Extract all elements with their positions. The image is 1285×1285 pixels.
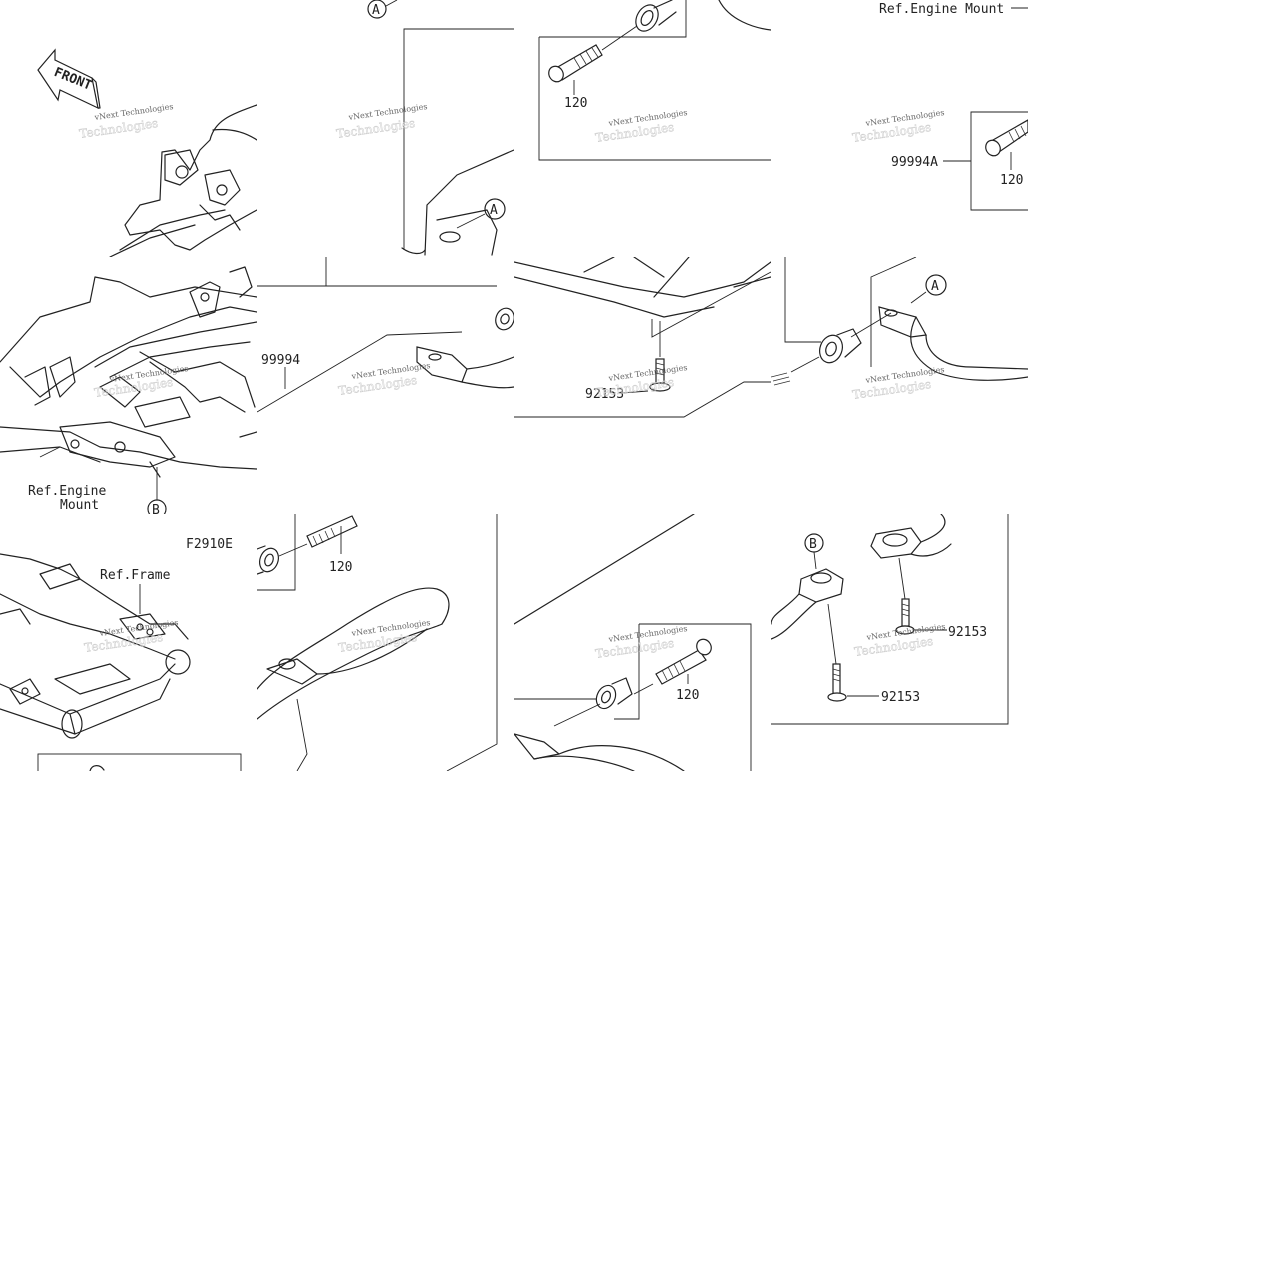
watermark: vNext Technologies Technologies (851, 365, 945, 402)
bracket-drawing (416, 346, 514, 389)
detail-box (257, 514, 296, 591)
figure-code: F2910E (186, 537, 233, 552)
svg-text:B: B (809, 537, 817, 552)
front-arrow-icon: FRONT (37, 48, 101, 110)
part-number-120: 120 (329, 560, 352, 575)
watermark: vNext Technologies Technologies (78, 102, 174, 141)
leader-line (403, 28, 514, 250)
mount-label: Mount (60, 498, 99, 513)
bolt-120-icon (655, 638, 712, 685)
detail-box (771, 514, 1009, 725)
tile-bolt-120-top: 120 vNext Technologies Technologies (514, 0, 771, 257)
bracket-drawing (514, 733, 685, 771)
part-number-92153: 92153 (948, 625, 987, 640)
frame-drawing (0, 266, 257, 478)
detail-box (538, 37, 771, 161)
part-number-99994a: 99994A (891, 155, 938, 170)
svg-text:A: A (490, 203, 498, 218)
watermark: vNext Technologies Technologies (594, 624, 688, 661)
watermark: vNext Technologies Technologies (594, 108, 688, 145)
bolt-92153-icon (649, 358, 671, 392)
frame-drawing (0, 553, 191, 739)
part-number-120: 120 (1000, 173, 1023, 188)
leader-line (651, 271, 771, 338)
detail-box (37, 753, 242, 771)
part-number-99994: 99994 (261, 353, 300, 368)
part-number-92153: 92153 (585, 387, 624, 402)
tile-front-arrow: FRONT vNext Technologies Technologies (0, 0, 257, 257)
svg-text:A: A (931, 279, 939, 294)
tile-part-99994: 99994 vNext Technologies Technologies (257, 257, 514, 514)
tile-callout-a-top: A A vNext Technologies Technologies (257, 0, 514, 257)
callout-a-mid: A (456, 198, 506, 229)
callout-a-right: A (910, 274, 947, 304)
ref-engine-label: Ref.Engine (28, 484, 106, 499)
watermark: vNext Technologies Technologies (594, 363, 688, 400)
bracket-drawing (878, 306, 1028, 381)
callout-a-top: A (367, 0, 398, 19)
leader-line (784, 257, 821, 343)
bushing-drawing (870, 514, 952, 559)
part-number-92153: 92153 (881, 690, 920, 705)
bolt-92153-icon (895, 598, 915, 635)
callout-b-left: B (147, 499, 167, 514)
svg-text:Technologies: Technologies (78, 116, 159, 141)
leader-line (257, 257, 327, 287)
tile-ref-frame: F2910E Ref.Frame (0, 514, 257, 771)
ref-frame-label: Ref.Frame (100, 568, 171, 583)
watermark: vNext Technologies Technologies (853, 622, 946, 659)
bolt-120-icon (306, 515, 358, 548)
bolt-120-icon (548, 44, 603, 83)
bushing-drawing (257, 545, 280, 575)
watermark: vNext Technologies Technologies (335, 102, 428, 141)
svg-text:B: B (152, 503, 160, 514)
callout-b-right: B (804, 533, 824, 570)
ref-engine-mount-label: Ref.Engine Mount (879, 2, 1004, 17)
detail-box (614, 624, 640, 720)
part-number-120: 120 (676, 688, 699, 703)
bushing-drawing (595, 677, 633, 710)
watermark: vNext Technologies Technologies (337, 618, 431, 655)
tile-part-92153-top: 92153 vNext Technologies Technologies (514, 257, 771, 514)
bolt-120-icon (985, 119, 1028, 157)
part-number-120: 120 (564, 96, 587, 111)
bushing-drawing (635, 0, 677, 32)
tile-callout-b-92153: B 92153 (771, 514, 1028, 771)
watermark: vNext Technologies Technologies (93, 364, 189, 400)
tile-ref-engine-mount: Ref.Engine Mount 120 99994A vNext Techno… (771, 0, 1028, 257)
bushing-drawing (495, 307, 514, 331)
tile-frame-engine-mount: Ref.Engine Mount B vNext Technologies Te… (0, 257, 257, 514)
svg-text:A: A (372, 3, 380, 18)
tile-callout-b-bolt-120: 120 vNext Technologies Technologies (257, 514, 514, 771)
bushing-drawing (819, 328, 862, 364)
bolt-92153-icon (827, 663, 847, 702)
bracket-drawing (771, 568, 844, 640)
watermark: vNext Technologies Technologies (337, 361, 431, 398)
tile-bolt-120-bottom: 120 vNext Technologies Technologies (514, 514, 771, 771)
bracket-drawing (257, 587, 450, 720)
watermark: vNext Technologies Technologies (851, 108, 945, 145)
watermark: vNext Technologies Technologies (83, 618, 179, 655)
tile-callout-a-bushing: A vNext Technologies Technologies (771, 257, 1028, 514)
frame-bracket-drawing (109, 104, 257, 257)
